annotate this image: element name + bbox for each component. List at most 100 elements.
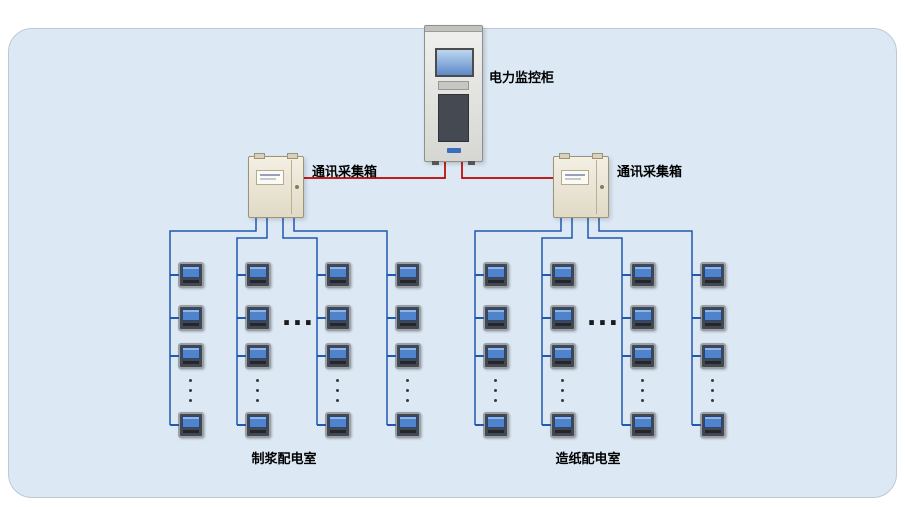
meter-buttons: [705, 430, 721, 433]
vertical-ellipsis: [406, 379, 409, 402]
power-meter: [692, 343, 726, 369]
meter-screen: [182, 266, 200, 278]
meter-screen: [182, 309, 200, 321]
power-meter: [622, 305, 656, 331]
meter-screen: [329, 347, 347, 359]
meter-buttons: [250, 361, 266, 364]
collector-box-right: [553, 153, 609, 218]
cabinet-top-cap: [425, 26, 482, 32]
meter-buttons: [488, 323, 504, 326]
vertical-ellipsis: [256, 379, 259, 402]
meter-screen: [182, 416, 200, 428]
collector-box-left: [248, 153, 304, 218]
power-meter: [237, 262, 271, 288]
vertical-ellipsis: [711, 379, 714, 402]
cabinet-door-window: [438, 94, 469, 142]
power-meter: [237, 412, 271, 438]
meter-screen: [249, 347, 267, 359]
meter-screen: [487, 309, 505, 321]
power-meter: [170, 343, 204, 369]
power-meter: [317, 412, 351, 438]
power-meter: [387, 412, 421, 438]
meter-buttons: [250, 430, 266, 433]
meter-screen: [329, 266, 347, 278]
meter-screen: [704, 266, 722, 278]
meter-buttons: [555, 323, 571, 326]
meter-buttons: [183, 430, 199, 433]
meter-buttons: [400, 323, 416, 326]
meter-buttons: [250, 280, 266, 283]
vertical-ellipsis: [561, 379, 564, 402]
collector-latch-icon: [295, 185, 299, 189]
cabinet-keypad: [438, 81, 469, 90]
meter-buttons: [330, 361, 346, 364]
power-meter: [622, 262, 656, 288]
meter-screen: [554, 309, 572, 321]
meter-screen: [554, 266, 572, 278]
cabinet-display-icon: [435, 48, 474, 77]
meter-buttons: [250, 323, 266, 326]
power-meter: [475, 262, 509, 288]
meter-screen: [704, 309, 722, 321]
power-meter: [237, 343, 271, 369]
power-meter: [170, 305, 204, 331]
collector-door-seam: [596, 160, 597, 214]
power-meter: [170, 262, 204, 288]
meter-buttons: [555, 280, 571, 283]
power-meter: [622, 412, 656, 438]
mount-tab-icon: [592, 153, 603, 159]
meter-screen: [704, 416, 722, 428]
power-meter: [475, 412, 509, 438]
meter-screen: [487, 266, 505, 278]
power-meter: [622, 343, 656, 369]
room-label-right: 造纸配电室: [555, 452, 621, 467]
power-meter: [692, 412, 726, 438]
vertical-ellipsis: [494, 379, 497, 402]
meter-buttons: [635, 280, 651, 283]
collector-nameplate: [256, 170, 284, 185]
cabinet-foot-left: [432, 161, 439, 165]
meter-screen: [704, 347, 722, 359]
meter-screen: [634, 347, 652, 359]
meter-buttons: [400, 430, 416, 433]
meter-buttons: [705, 361, 721, 364]
meter-screen: [399, 266, 417, 278]
meter-buttons: [330, 323, 346, 326]
power-meter: [542, 343, 576, 369]
meter-screen: [399, 347, 417, 359]
meter-screen: [487, 416, 505, 428]
mount-tab-icon: [254, 153, 265, 159]
power-meter: [317, 343, 351, 369]
power-meter: [542, 412, 576, 438]
collector-door-seam: [291, 160, 292, 214]
meter-buttons: [705, 280, 721, 283]
meter-screen: [634, 309, 652, 321]
meter-buttons: [330, 280, 346, 283]
meter-screen: [249, 266, 267, 278]
meter-buttons: [488, 361, 504, 364]
meter-buttons: [400, 361, 416, 364]
meter-screen: [182, 347, 200, 359]
room-label-left: 制浆配电室: [251, 452, 317, 467]
collector-left-label: 通讯采集箱: [312, 165, 378, 180]
power-meter: [387, 343, 421, 369]
cabinet-brand-mark: [446, 148, 461, 153]
power-meter: [387, 305, 421, 331]
power-meter: [475, 305, 509, 331]
vertical-ellipsis: [189, 379, 192, 402]
meter-screen: [634, 266, 652, 278]
power-meter: [692, 305, 726, 331]
power-monitoring-cabinet: [424, 25, 483, 165]
meter-screen: [249, 416, 267, 428]
collector-latch-icon: [600, 185, 604, 189]
cabinet-label: 电力监控柜: [489, 71, 555, 86]
vertical-ellipsis: [641, 379, 644, 402]
meter-buttons: [635, 361, 651, 364]
meter-buttons: [705, 323, 721, 326]
meter-screen: [634, 416, 652, 428]
collector-right-label: 通讯采集箱: [617, 165, 683, 180]
cabinet-foot-right: [468, 161, 475, 165]
meter-buttons: [183, 280, 199, 283]
power-meter: [317, 305, 351, 331]
